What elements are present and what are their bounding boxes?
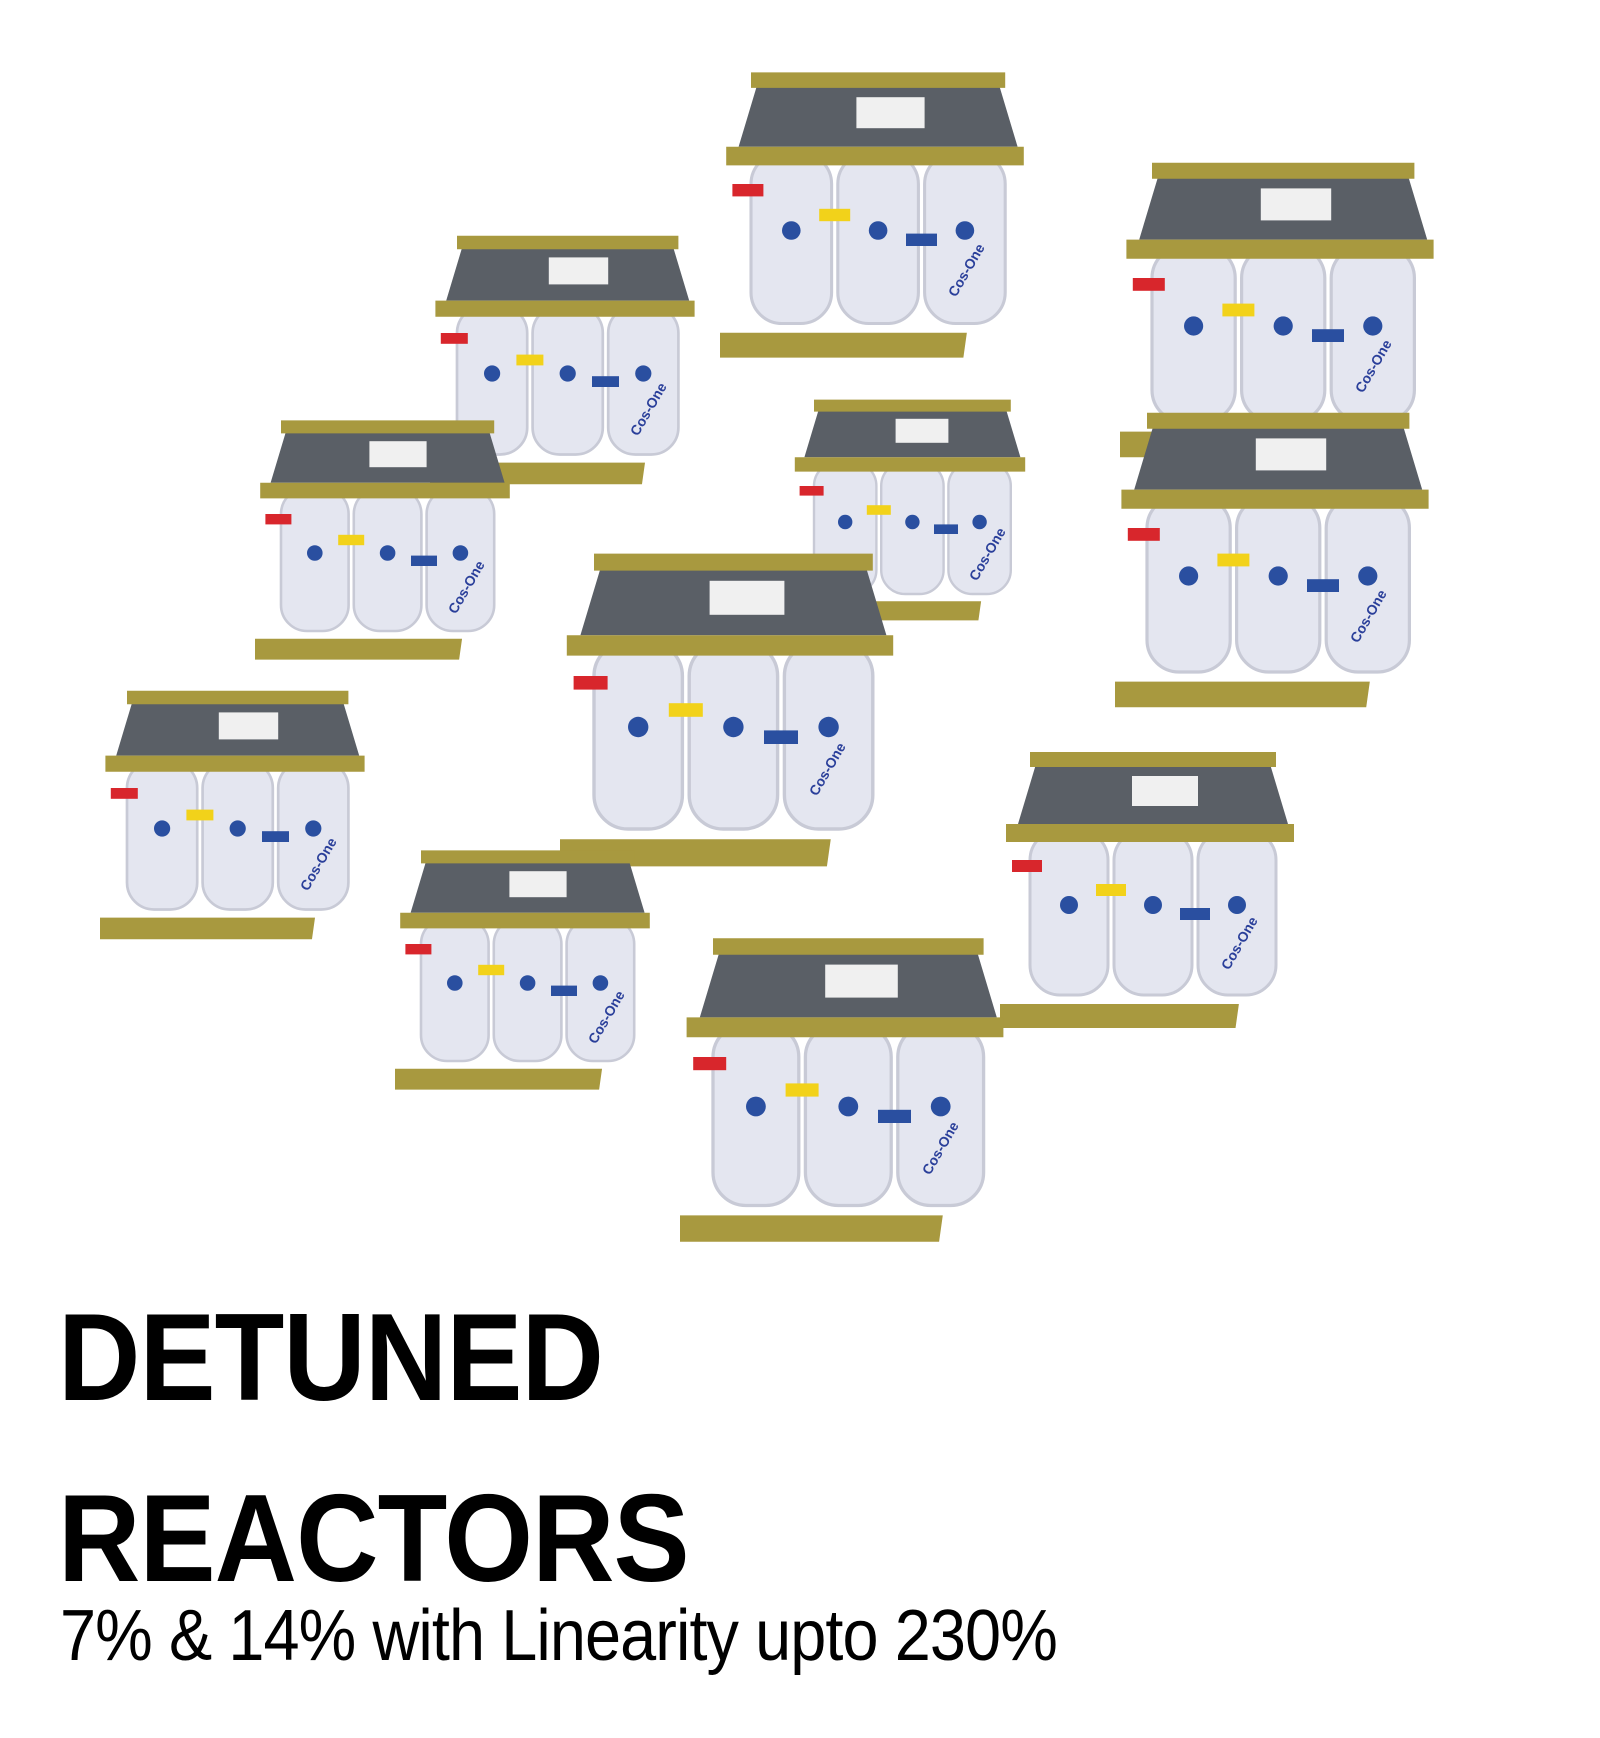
reactor-illustration	[100, 690, 365, 940]
reactor-illustration	[720, 72, 1024, 358]
reactor-unit: Cos-One	[430, 225, 700, 509]
reactor-unit: Cos-One	[255, 410, 515, 683]
reactor-illustration	[430, 235, 695, 485]
reactor-unit: Cos-One	[1115, 400, 1435, 736]
reactor-unit: Cos-One	[680, 925, 1010, 1272]
reactor-illustration	[395, 850, 650, 1090]
reactor-illustration	[680, 938, 1004, 1242]
headline-line-1: DETUNED	[58, 1289, 604, 1427]
headline-line-2: REACTORS	[58, 1470, 690, 1608]
reactor-unit: Cos-One	[100, 680, 370, 964]
reactor-unit: Cos-One	[395, 840, 655, 1113]
reactor-illustration	[1115, 412, 1429, 708]
subtitle: 7% & 14% with Linearity upto 230%	[60, 1596, 1058, 1676]
reactor-illustration	[1000, 752, 1294, 1028]
reactor-illustration	[560, 553, 894, 867]
reactor-unit: Cos-One	[560, 540, 900, 897]
reactor-unit: Cos-One	[1000, 740, 1300, 1055]
reactor-illustration	[255, 420, 510, 660]
reactor-unit: Cos-One	[720, 60, 1030, 386]
